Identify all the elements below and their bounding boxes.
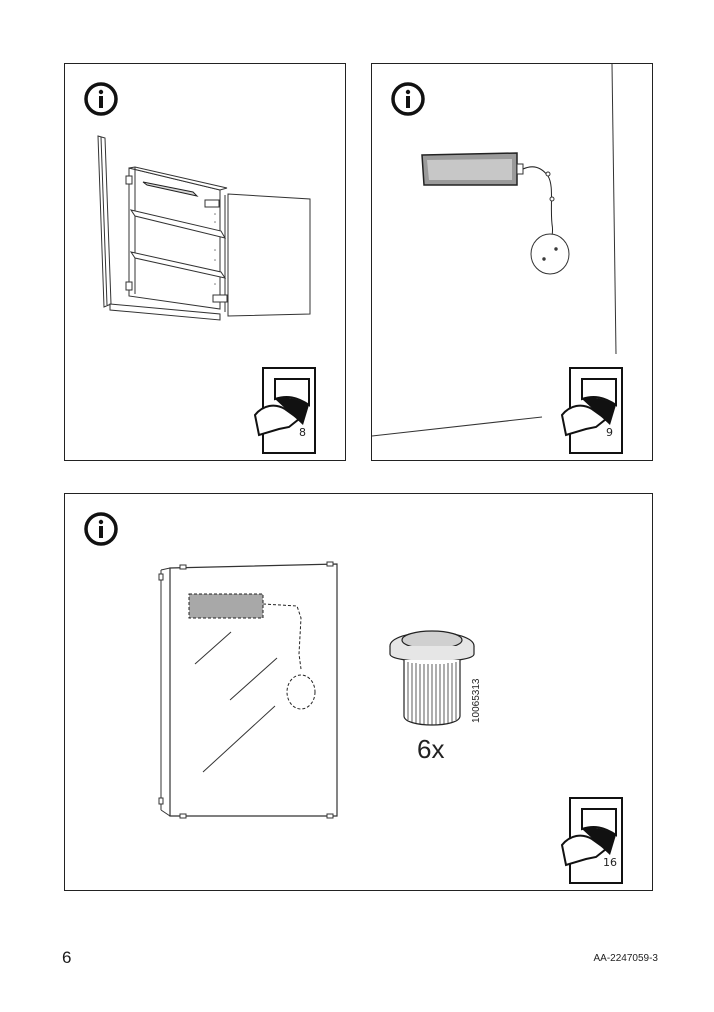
part-quantity: 6x — [417, 734, 445, 764]
panel-wall-light: 9 — [371, 63, 653, 461]
part-number: 10065313 — [471, 678, 482, 724]
page-reference-number: 9 — [606, 426, 613, 439]
hand-icon — [560, 834, 608, 867]
info-icon — [84, 82, 118, 116]
page-reference-number: 8 — [299, 426, 306, 439]
wall-light-illustration — [372, 64, 617, 437]
panel-mirror-door-screws: 10065313 6x 16 — [64, 493, 653, 891]
page-reference-icon: 16 — [560, 795, 626, 884]
document-code: AA-2247059-3 — [593, 953, 659, 964]
screw-cap-part — [389, 630, 475, 726]
hand-icon — [560, 404, 608, 437]
mirror-door-illustration — [158, 561, 475, 819]
page-reference-icon: 8 — [253, 365, 319, 454]
cabinet-illustration — [97, 135, 311, 321]
page-reference-number: 16 — [603, 856, 617, 869]
page-number: 6 — [62, 948, 72, 967]
panel-cabinet-lighting: 8 — [64, 63, 346, 461]
page-reference-icon: 9 — [560, 365, 626, 454]
info-icon — [84, 512, 118, 546]
hand-icon — [253, 404, 301, 437]
info-icon — [391, 82, 425, 116]
